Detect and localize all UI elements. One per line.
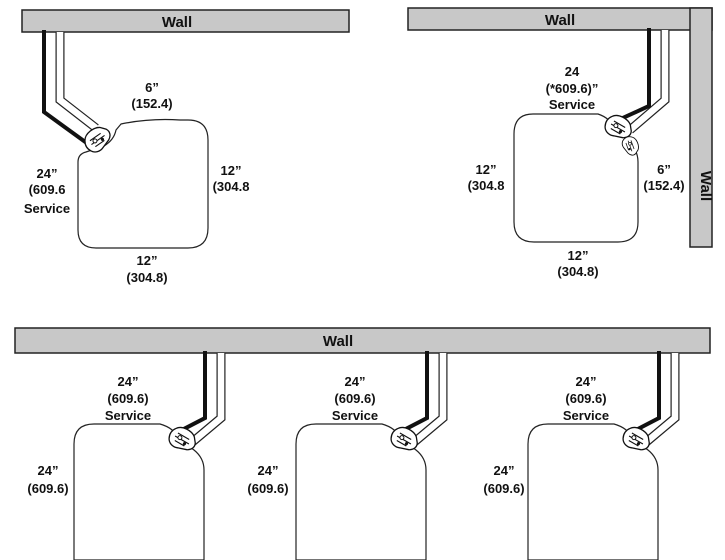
left-clearance-in: 24” xyxy=(38,463,59,478)
left-clearance-in: 24” xyxy=(37,166,58,181)
top-clearance-in: 24” xyxy=(345,374,366,389)
top-clearance-mm: (609.6) xyxy=(334,391,375,406)
left-clearance-mm: (609.6 xyxy=(29,182,66,197)
wall-label: Wall xyxy=(162,14,192,31)
left-clearance-mm: (304.8 xyxy=(468,178,505,193)
top-clearance-mm: (609.6) xyxy=(565,391,606,406)
left-service-label: Service xyxy=(24,201,70,216)
bottom-clearance-in: 12” xyxy=(568,248,589,263)
left-clearance-mm: (609.6) xyxy=(483,481,524,496)
top-service-label: Service xyxy=(105,408,151,423)
top-service-label: Service xyxy=(332,408,378,423)
bottom-clearance-mm: (304.8) xyxy=(126,270,167,285)
top-service-label: Service xyxy=(549,97,595,112)
wall-bottom xyxy=(14,327,711,354)
diagram-bottom-1: 24” (609.6) Service 24” (609.6) xyxy=(27,351,226,560)
top-clearance-mm: (152.4) xyxy=(131,96,172,111)
top-clearance-in: 24 xyxy=(565,64,580,79)
support-arm-solid xyxy=(611,28,651,125)
wall-right-side xyxy=(689,7,713,248)
top-clearance-in: 24” xyxy=(118,374,139,389)
right-clearance-in: 6” xyxy=(657,162,671,177)
diagram-top-left: Wall 6” (152.4) 24” (609.6 Service 12” (… xyxy=(21,9,350,285)
support-arm-solid xyxy=(629,351,661,435)
right-clearance-in: 12” xyxy=(221,163,242,178)
bottom-clearance-in: 12” xyxy=(137,253,158,268)
left-clearance-mm: (609.6) xyxy=(247,481,288,496)
wall-label: Wall xyxy=(545,12,575,29)
top-clearance-mm: (*609.6)” xyxy=(546,81,599,96)
left-clearance-mm: (609.6) xyxy=(27,481,68,496)
left-clearance-in: 24” xyxy=(258,463,279,478)
diagram-bottom-3: 24” (609.6) Service 24” (609.6) xyxy=(483,351,680,560)
monitor-outline xyxy=(73,423,205,560)
right-clearance-mm: (304.8 xyxy=(213,179,250,194)
diagram-bottom-2: 24” (609.6) Service 24” (609.6) xyxy=(247,351,448,560)
left-clearance-in: 12” xyxy=(476,162,497,177)
top-clearance-mm: (609.6) xyxy=(107,391,148,406)
wall-label: Wall xyxy=(323,333,353,350)
diagram-top-right: Wall Wall 24 (*609.6)” Service 12” (304.… xyxy=(407,7,714,279)
left-clearance-in: 24” xyxy=(494,463,515,478)
bottom-clearance-mm: (304.8) xyxy=(557,264,598,279)
top-service-label: Service xyxy=(563,408,609,423)
wall-top-left xyxy=(21,9,350,33)
monitor-outline xyxy=(295,423,427,560)
support-arm-solid xyxy=(42,30,91,147)
monitor-outline xyxy=(527,423,659,560)
top-clearance-in: 6” xyxy=(145,80,159,95)
support-arm-solid xyxy=(175,351,207,435)
support-arm-solid xyxy=(397,351,429,435)
top-clearance-in: 24” xyxy=(576,374,597,389)
right-clearance-mm: (152.4) xyxy=(643,178,684,193)
wall-label-vertical: Wall xyxy=(697,171,714,201)
